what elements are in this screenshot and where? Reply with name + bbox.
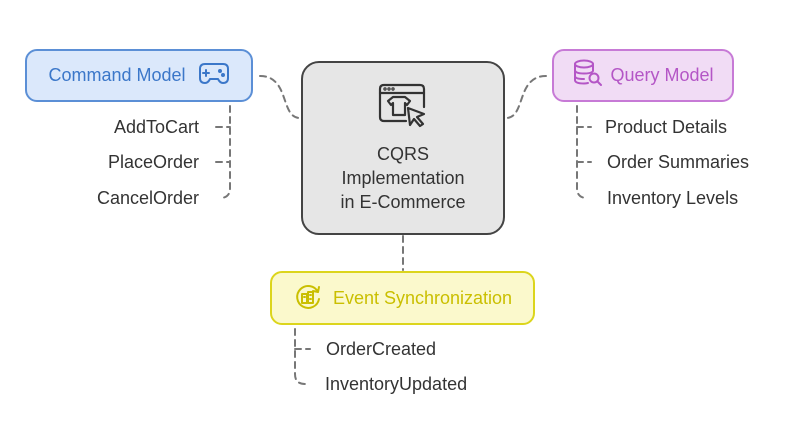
center-title-line-3: in E-Commerce — [340, 192, 466, 212]
center-title: CQRS Implementation in E-Commerce — [340, 142, 465, 214]
event-item-ordercreated: OrderCreated — [326, 339, 437, 359]
sync-coin-icon — [293, 281, 323, 316]
connector-query-items — [576, 105, 592, 199]
query-item-inventory-levels: Inventory Levels — [607, 188, 739, 208]
query-item-product-details: Product Details — [605, 117, 728, 137]
command-model-label: Command Model — [48, 65, 186, 85]
command-model-node: Command Model — [25, 49, 253, 102]
cqrs-center-node: CQRS Implementation in E-Commerce — [301, 61, 505, 235]
command-item-addtocart: AddToCart — [113, 117, 199, 137]
connector-command-items — [215, 105, 231, 199]
event-item-inventoryupdated: InventoryUpdated — [325, 374, 468, 394]
query-model-label: Query Model — [610, 65, 714, 85]
connector-event-items — [294, 328, 311, 385]
command-item-placeorder: PlaceOrder — [107, 152, 199, 172]
shop-browser-cursor-icon — [378, 83, 428, 134]
query-model-node: Query Model — [552, 49, 734, 102]
gamepad-icon — [198, 61, 230, 90]
database-search-icon — [572, 58, 604, 93]
query-item-order-summaries: Order Summaries — [607, 152, 750, 172]
connector-command-center — [259, 75, 301, 119]
event-sync-node: Event Synchronization — [270, 271, 535, 325]
center-title-line-1: CQRS — [376, 144, 429, 164]
event-sync-label: Event Synchronization — [332, 287, 513, 308]
command-item-cancelorder: CancelOrder — [96, 188, 199, 208]
connector-query-center — [505, 75, 547, 119]
center-title-line-2: Implementation — [341, 168, 465, 188]
